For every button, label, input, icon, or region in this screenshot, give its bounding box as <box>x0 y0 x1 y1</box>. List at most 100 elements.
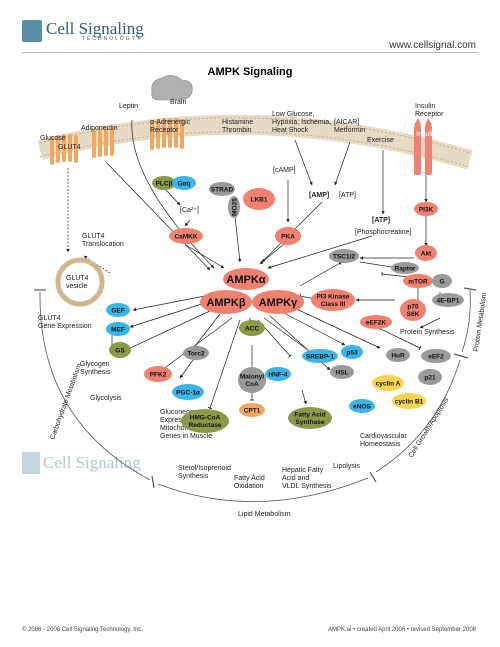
node-label-eef2: eEF2 <box>428 353 444 360</box>
node-shape-strad <box>209 182 235 196</box>
node-label-cpt1: CPT1 <box>244 407 261 414</box>
node-shape-srebp <box>302 349 338 363</box>
node-shape-gs <box>109 342 131 358</box>
node-pfk2: PFK2 <box>144 366 172 382</box>
node-lkb1: LKB1 <box>243 188 275 210</box>
label-camp: [cAMP] <box>273 167 296 174</box>
node-label-lkb1: LKB1 <box>251 196 268 203</box>
node-srebp: SREBP-1 <box>302 349 338 363</box>
node-acc: ACC <box>239 320 265 336</box>
node-gbl: G <box>432 274 452 288</box>
node-eef2: eEF2 <box>421 349 451 363</box>
node-label-tsc: TSC1/2 <box>333 253 355 260</box>
node-label-gaq: Gαq <box>177 180 190 187</box>
label-brain: Brain <box>170 99 186 106</box>
node-label-gef: GEF <box>111 307 124 314</box>
node-shape-cyclinb <box>392 393 426 409</box>
node-label-p53: p53 <box>346 349 358 356</box>
site-url-link[interactable]: www.cellsignal.com <box>389 40 476 51</box>
node-shape-raptor <box>391 262 419 274</box>
watermark-logo: Cell Signaling <box>22 452 141 474</box>
node-cpt1: CPT1 <box>239 403 265 417</box>
node-shape-pgc <box>172 384 204 400</box>
node-label-pfk2: PFK2 <box>150 371 167 378</box>
node-shape-hnf4 <box>265 367 291 381</box>
node-shape-p21 <box>418 369 442 385</box>
node-shape-gaq <box>172 176 196 190</box>
arc-label-carb: Carbohydrate Metabolism <box>49 363 83 441</box>
ampk-alpha-label: AMPKα <box>226 274 265 286</box>
arc-label-lipid: Lipid Metabolism <box>238 511 291 518</box>
node-shape-malonyl <box>238 367 266 393</box>
ampk-beta-node <box>200 290 252 314</box>
node-ebp1: 4E-BP1 <box>432 293 464 307</box>
label-stress: Low Glucose,Hypoxia, Ischemia,Heat Shock <box>272 111 331 134</box>
label-adiponectin: Adiponectin <box>81 125 118 132</box>
node-shape-pfk2 <box>144 366 172 382</box>
node-shape-p70 <box>400 299 426 321</box>
node-label-ebp1: 4E-BP1 <box>437 297 460 304</box>
node-shape-hsl <box>330 365 354 379</box>
brand-logo[interactable]: Cell Signaling TECHNOLOGY® <box>22 20 144 42</box>
node-label-gbl: G <box>439 278 444 285</box>
node-label-mtor: mTOR <box>408 278 428 285</box>
label-amp-atp: [ATP] <box>339 192 356 199</box>
label-leptin: Leptin <box>119 103 138 110</box>
node-label-eef2k: eEF2K <box>366 319 387 326</box>
node-eef2k: eEF2K <box>360 315 392 329</box>
watermark-name: Cell Signaling <box>43 453 141 472</box>
node-shape-plcb <box>152 176 176 190</box>
node-pi3k: PI3K <box>414 202 438 216</box>
node-shape-cpt1 <box>239 403 265 417</box>
node-label-cyclinb: cyclin B1 <box>395 398 424 405</box>
footer-copyright: © 2006 - 2008 Cell Signaling Technology,… <box>22 627 143 633</box>
node-shape-hmg <box>181 409 229 433</box>
insulin-receptor <box>414 118 432 175</box>
node-label-enos: eNOS <box>353 403 371 410</box>
node-label-mef: MEF <box>111 326 125 333</box>
node-label-strad: STRAD <box>211 186 234 193</box>
node-p21: p21 <box>418 369 442 385</box>
node-shape-gbl <box>432 274 452 288</box>
node-cyclina: cyclin A <box>372 375 404 391</box>
node-label-akt: Akt <box>421 250 432 257</box>
ampk-alpha-node <box>223 268 269 290</box>
node-label-srebp: SREBP-1 <box>306 353 335 360</box>
node-label-pi3k: PI3K <box>419 206 434 213</box>
node-mtor: mTOR <box>403 274 433 288</box>
brand-name: Cell Signaling <box>46 19 144 38</box>
node-label-torc2: Torc2 <box>187 350 205 357</box>
node-label-gs: GS <box>115 347 125 354</box>
node-shape-eef2 <box>421 349 451 363</box>
arc-growth <box>375 359 461 473</box>
label-aicar: [AICAR]Metformin <box>334 119 365 134</box>
node-strad: STRAD <box>209 182 235 196</box>
node-shape-torc2 <box>183 346 209 360</box>
header-divider <box>22 52 478 53</box>
label-insulin: Insulin <box>416 131 436 138</box>
node-gs: GS <box>109 342 131 358</box>
node-shape-enos <box>349 399 375 413</box>
label-lipolysis: Lipolysis <box>333 463 360 470</box>
node-shape-ebp1 <box>432 293 464 307</box>
arc-carb <box>39 291 151 481</box>
node-mef: MEF <box>106 322 130 336</box>
node-enos: eNOS <box>349 399 375 413</box>
node-shape-eef2k <box>360 315 392 329</box>
node-gaq: Gαq <box>172 176 196 190</box>
